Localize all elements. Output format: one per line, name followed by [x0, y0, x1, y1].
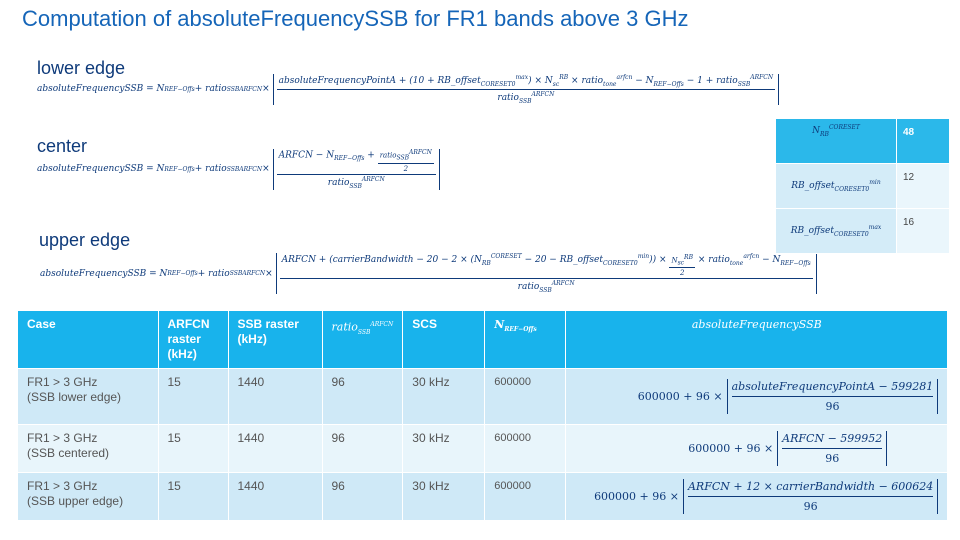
center-heading: center: [37, 136, 88, 156]
upper-floor-bracket: ARFCN + (carrierBandwidth − 20 − 2 × (NR…: [275, 253, 817, 295]
rb-offset-min-value: 12: [896, 163, 950, 209]
case-cell: FR1 > 3 GHz(SSB lower edge): [18, 368, 159, 425]
n-rb-coreset-value: 48: [896, 118, 950, 164]
header-case: Case: [18, 311, 159, 369]
page-title: Computation of absoluteFrequencySSB for …: [22, 6, 689, 31]
formula-cell: 600000 + 96 × ARFCN + 12 × carrierBandwi…: [565, 472, 949, 520]
table-header-row: Case ARFCN raster (kHz) SSB raster (kHz)…: [18, 311, 949, 369]
coreset-parameters-table: NRBCORESET 48 RB_offsetCORESET0min 12 RB…: [775, 118, 950, 254]
header-n-ref-offs: NREF−Offs: [484, 311, 567, 369]
header-arfcn-raster: ARFCN raster (kHz): [158, 311, 229, 369]
rb-offset-max-value: 16: [896, 208, 950, 254]
table-row: FR1 > 3 GHz(SSB centered) 15 1440 96 30 …: [18, 424, 949, 473]
case-cell: FR1 > 3 GHz(SSB centered): [18, 424, 159, 473]
header-ssb-raster: SSB raster (kHz): [228, 311, 323, 369]
ssb-computation-table: Case ARFCN raster (kHz) SSB raster (kHz)…: [18, 311, 949, 520]
upper-edge-heading: upper edge: [39, 230, 131, 250]
case-cell: FR1 > 3 GHz(SSB upper edge): [18, 472, 159, 520]
header-scs: SCS: [402, 311, 486, 369]
table-row: FR1 > 3 GHz(SSB lower edge) 15 1440 96 3…: [18, 368, 949, 425]
header-ratio: ratioSSBARFCN: [322, 311, 404, 369]
table-row: FR1 > 3 GHz(SSB upper edge) 15 1440 96 3…: [18, 472, 949, 520]
table-row: RB_offsetCORESET0max 16: [775, 208, 950, 254]
header-absolute-frequency-ssb: absoluteFrequencySSB: [565, 311, 949, 369]
table-row: RB_offsetCORESET0min 12: [775, 163, 950, 209]
lower-floor-bracket: absoluteFrequencyPointA + (10 + RB_offse…: [272, 74, 780, 105]
lower-edge-heading: lower edge: [37, 58, 126, 78]
formula-cell: 600000 + 96 × absoluteFrequencyPointA − …: [565, 368, 949, 425]
table-row: NRBCORESET 48: [775, 118, 950, 164]
